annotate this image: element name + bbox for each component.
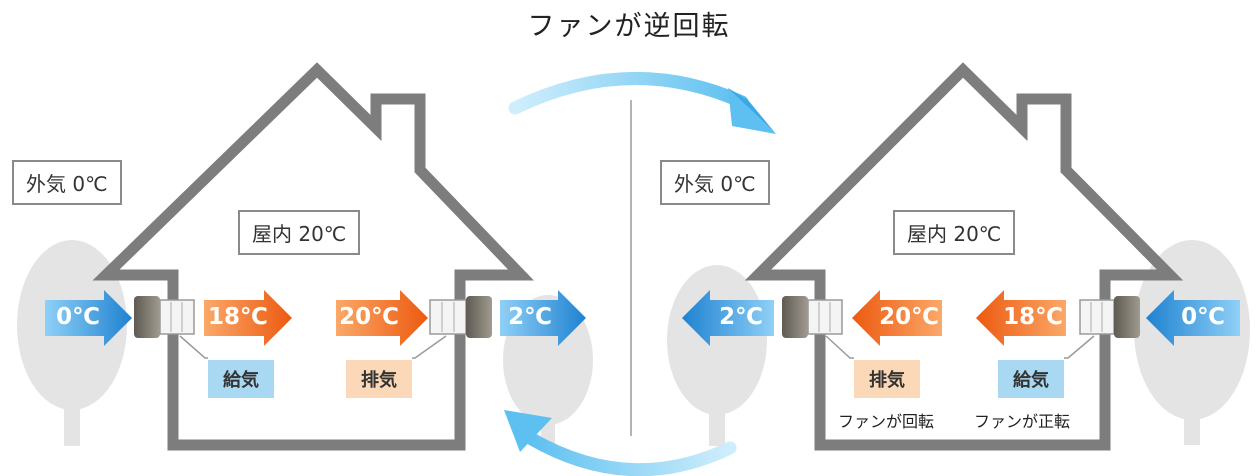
right-exhaust-caption: ファンが回転 <box>838 412 935 431</box>
left-intake-tag: 給気 <box>208 360 274 398</box>
arrow-left-outside-in <box>45 290 132 346</box>
arrow-left-intake-inside <box>204 290 292 346</box>
right-intake-outside-temp: 0℃ <box>1181 304 1225 330</box>
right-intake-inside-temp: 18℃ <box>1003 304 1063 330</box>
tree-right-1 <box>667 265 767 446</box>
right-intake-tag: 給気 <box>998 360 1064 398</box>
right-exhaust-tag: 排気 <box>854 360 920 398</box>
tag-leader-lines <box>179 335 1095 359</box>
left-exhaust-tag: 排気 <box>346 360 412 398</box>
left-outside-temp-label: 外気 0℃ <box>12 160 122 205</box>
vent-unit-left-intake <box>134 296 195 338</box>
house-right-outline <box>744 62 1184 451</box>
arrow-right-exhaust-outside <box>682 290 774 346</box>
vent-unit-right-intake <box>1079 296 1140 338</box>
right-outside-temp-label: 外気 0℃ <box>660 160 770 205</box>
left-exhaust-inside-temp: 20℃ <box>339 304 399 330</box>
house-left-outline <box>92 62 534 451</box>
cycle-arrow-top <box>508 72 776 134</box>
right-intake-caption: ファンが正転 <box>974 412 1071 431</box>
left-exhaust-outside-temp: 2℃ <box>508 304 552 330</box>
arrow-left-exhaust-outside <box>500 290 586 346</box>
left-intake-inside-temp: 18℃ <box>208 304 268 330</box>
arrow-left-exhaust-inside <box>336 290 428 346</box>
diagram-title: ファンが逆回転 <box>527 11 731 42</box>
right-exhaust-inside-temp: 20℃ <box>879 304 939 330</box>
right-inside-temp-label: 屋内 20℃ <box>893 210 1016 255</box>
cycle-arrow-bottom <box>504 410 737 476</box>
arrow-right-exhaust-inside <box>852 290 942 346</box>
right-exhaust-outside-temp: 2℃ <box>719 304 763 330</box>
vent-unit-right-exhaust <box>782 296 843 338</box>
left-intake-outside-temp: 0℃ <box>56 304 100 330</box>
arrow-right-intake-outside <box>1146 290 1240 346</box>
arrow-right-intake-inside <box>976 290 1066 346</box>
vent-unit-left-exhaust <box>429 296 492 338</box>
left-inside-temp-label: 屋内 20℃ <box>238 210 361 255</box>
